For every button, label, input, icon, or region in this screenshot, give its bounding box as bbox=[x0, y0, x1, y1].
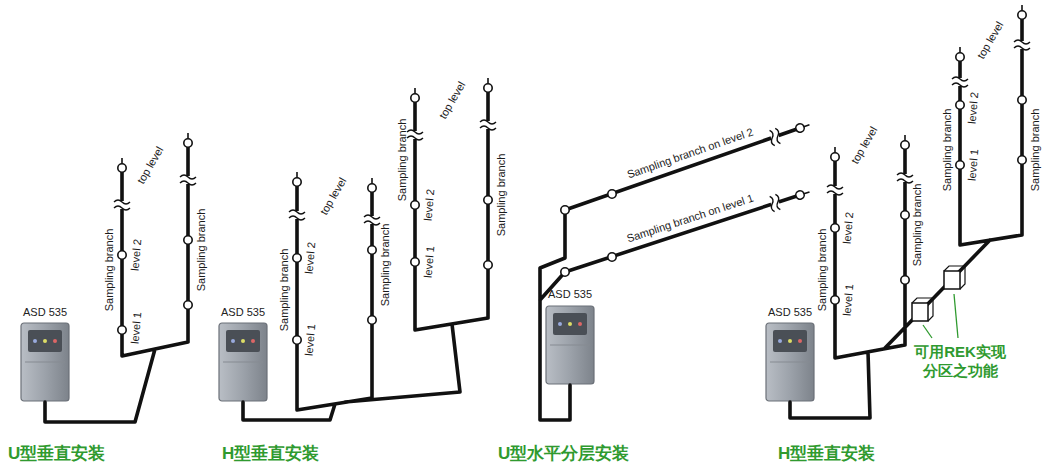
device-label: ASD 535 bbox=[221, 306, 265, 318]
level-label: top level bbox=[135, 144, 166, 185]
pipe bbox=[45, 143, 188, 422]
caption: U型水平分层安装 bbox=[498, 444, 629, 464]
branch-label: Sampling branch bbox=[495, 154, 507, 237]
device-label: ASD 535 bbox=[768, 306, 812, 318]
branch-label: Sampling branch bbox=[1029, 109, 1041, 192]
branch-label: Sampling branch bbox=[816, 229, 828, 312]
asd-device bbox=[21, 323, 69, 401]
branch-label: Sampling branch bbox=[911, 184, 923, 267]
caption: H型垂直安装 bbox=[778, 444, 875, 464]
branch-label: Sampling branch bbox=[396, 119, 408, 202]
level-label: level 2 bbox=[303, 242, 318, 275]
caption: H型垂直安装 bbox=[222, 444, 319, 464]
branch-label: Sampling branch bbox=[278, 249, 290, 332]
pipe bbox=[790, 15, 1022, 418]
level-label: level 1 bbox=[841, 284, 856, 317]
branch-label: Sampling branch on level 2 bbox=[625, 126, 754, 181]
asd-device bbox=[219, 323, 267, 401]
callout-note: 可用REK实现分区之功能 bbox=[909, 342, 1011, 380]
level-label: top level bbox=[975, 19, 1006, 60]
leader-line bbox=[923, 294, 958, 338]
device-label: ASD 535 bbox=[548, 288, 592, 300]
level-label: level 1 bbox=[966, 149, 981, 182]
level-label: top level bbox=[437, 79, 468, 120]
branch-label: Sampling branch bbox=[379, 224, 391, 307]
caption: U型垂直安装 bbox=[8, 444, 105, 464]
pipe bbox=[540, 128, 800, 420]
pipe-network bbox=[45, 15, 1022, 422]
level-label: level 2 bbox=[966, 92, 981, 125]
branch-label: Sampling branch bbox=[103, 229, 115, 312]
branch-label: Sampling branch bbox=[195, 209, 207, 292]
level-label: level 1 bbox=[303, 324, 318, 357]
level-label: level 2 bbox=[422, 189, 437, 222]
level-label: top level bbox=[849, 124, 880, 165]
level-label: top level bbox=[318, 175, 349, 216]
asd-device bbox=[766, 323, 814, 401]
level-label: level 2 bbox=[129, 239, 144, 272]
rek-box bbox=[912, 266, 965, 321]
sampling-points bbox=[114, 5, 1030, 344]
pipe bbox=[243, 88, 488, 420]
asd-device bbox=[546, 306, 594, 384]
level-label: level 2 bbox=[841, 212, 856, 245]
device-label: ASD 535 bbox=[23, 306, 67, 318]
level-label: level 1 bbox=[129, 312, 144, 345]
branch-label: Sampling branch bbox=[941, 109, 953, 192]
level-label: level 1 bbox=[422, 246, 437, 279]
